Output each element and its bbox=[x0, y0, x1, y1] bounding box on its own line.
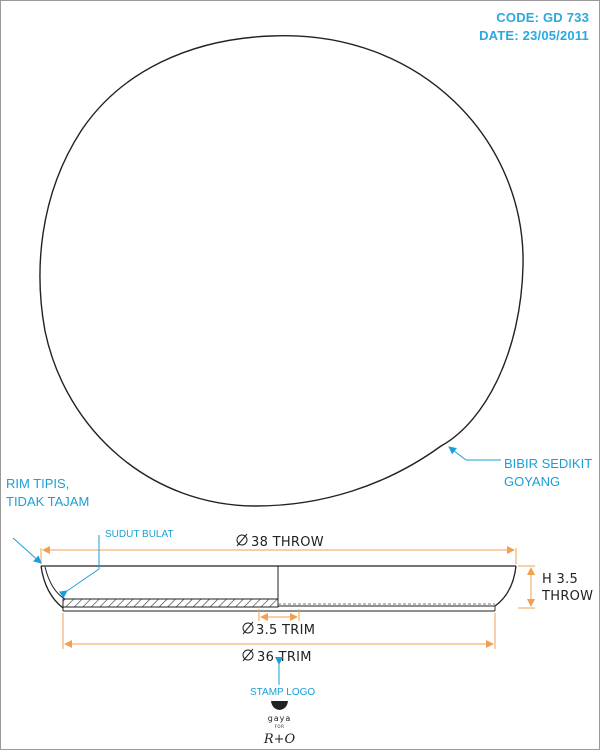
note-rim-thin: RIM TIPIS, TIDAK TAJAM bbox=[6, 476, 89, 564]
logo-word: gaya bbox=[268, 714, 292, 723]
bowl-icon bbox=[271, 701, 288, 710]
plate-top-view-outline bbox=[39, 35, 524, 507]
note-rim-line2: TIDAK TAJAM bbox=[6, 494, 89, 509]
drawing-code: CODE: GD 733 bbox=[496, 10, 589, 25]
dimension-diameter-throw-label: 38 THROW bbox=[251, 535, 324, 550]
dimension-foot-trim: 3.5 TRIM bbox=[242, 609, 315, 638]
logo-for: FOR bbox=[275, 724, 285, 729]
note-stamp-label: STAMP LOGO bbox=[250, 687, 315, 698]
note-lip-wobble: BIBIR SEDIKIT GOYANG bbox=[448, 446, 592, 489]
dimension-height-unit: THROW bbox=[541, 589, 593, 604]
dimension-diameter-trim: 36 TRIM bbox=[62, 613, 496, 665]
logo-mark: R+O bbox=[263, 732, 296, 747]
note-rim-line1: RIM TIPIS, bbox=[6, 476, 69, 491]
note-wobble-line2: GOYANG bbox=[504, 474, 560, 489]
dimension-diameter-trim-label: 36 TRIM bbox=[257, 650, 312, 665]
note-stamp-logo: STAMP LOGO bbox=[250, 657, 315, 698]
dimension-height-label: H 3.5 bbox=[542, 572, 578, 587]
drawing-date: DATE: 23/05/2011 bbox=[479, 28, 589, 43]
dimension-height: H 3.5 THROW bbox=[518, 565, 593, 609]
dimension-foot-trim-label: 3.5 TRIM bbox=[256, 623, 315, 638]
note-wobble-line1: BIBIR SEDIKIT bbox=[504, 456, 592, 471]
note-corner-label: SUDUT BULAT bbox=[105, 529, 174, 540]
brand-logo: gaya FOR R+O bbox=[263, 701, 296, 747]
plate-section-view bbox=[40, 565, 517, 612]
note-rounded-corner: SUDUT BULAT bbox=[58, 529, 174, 599]
dimension-diameter-throw: 38 THROW bbox=[40, 533, 517, 564]
base-section-hatch bbox=[62, 598, 279, 608]
